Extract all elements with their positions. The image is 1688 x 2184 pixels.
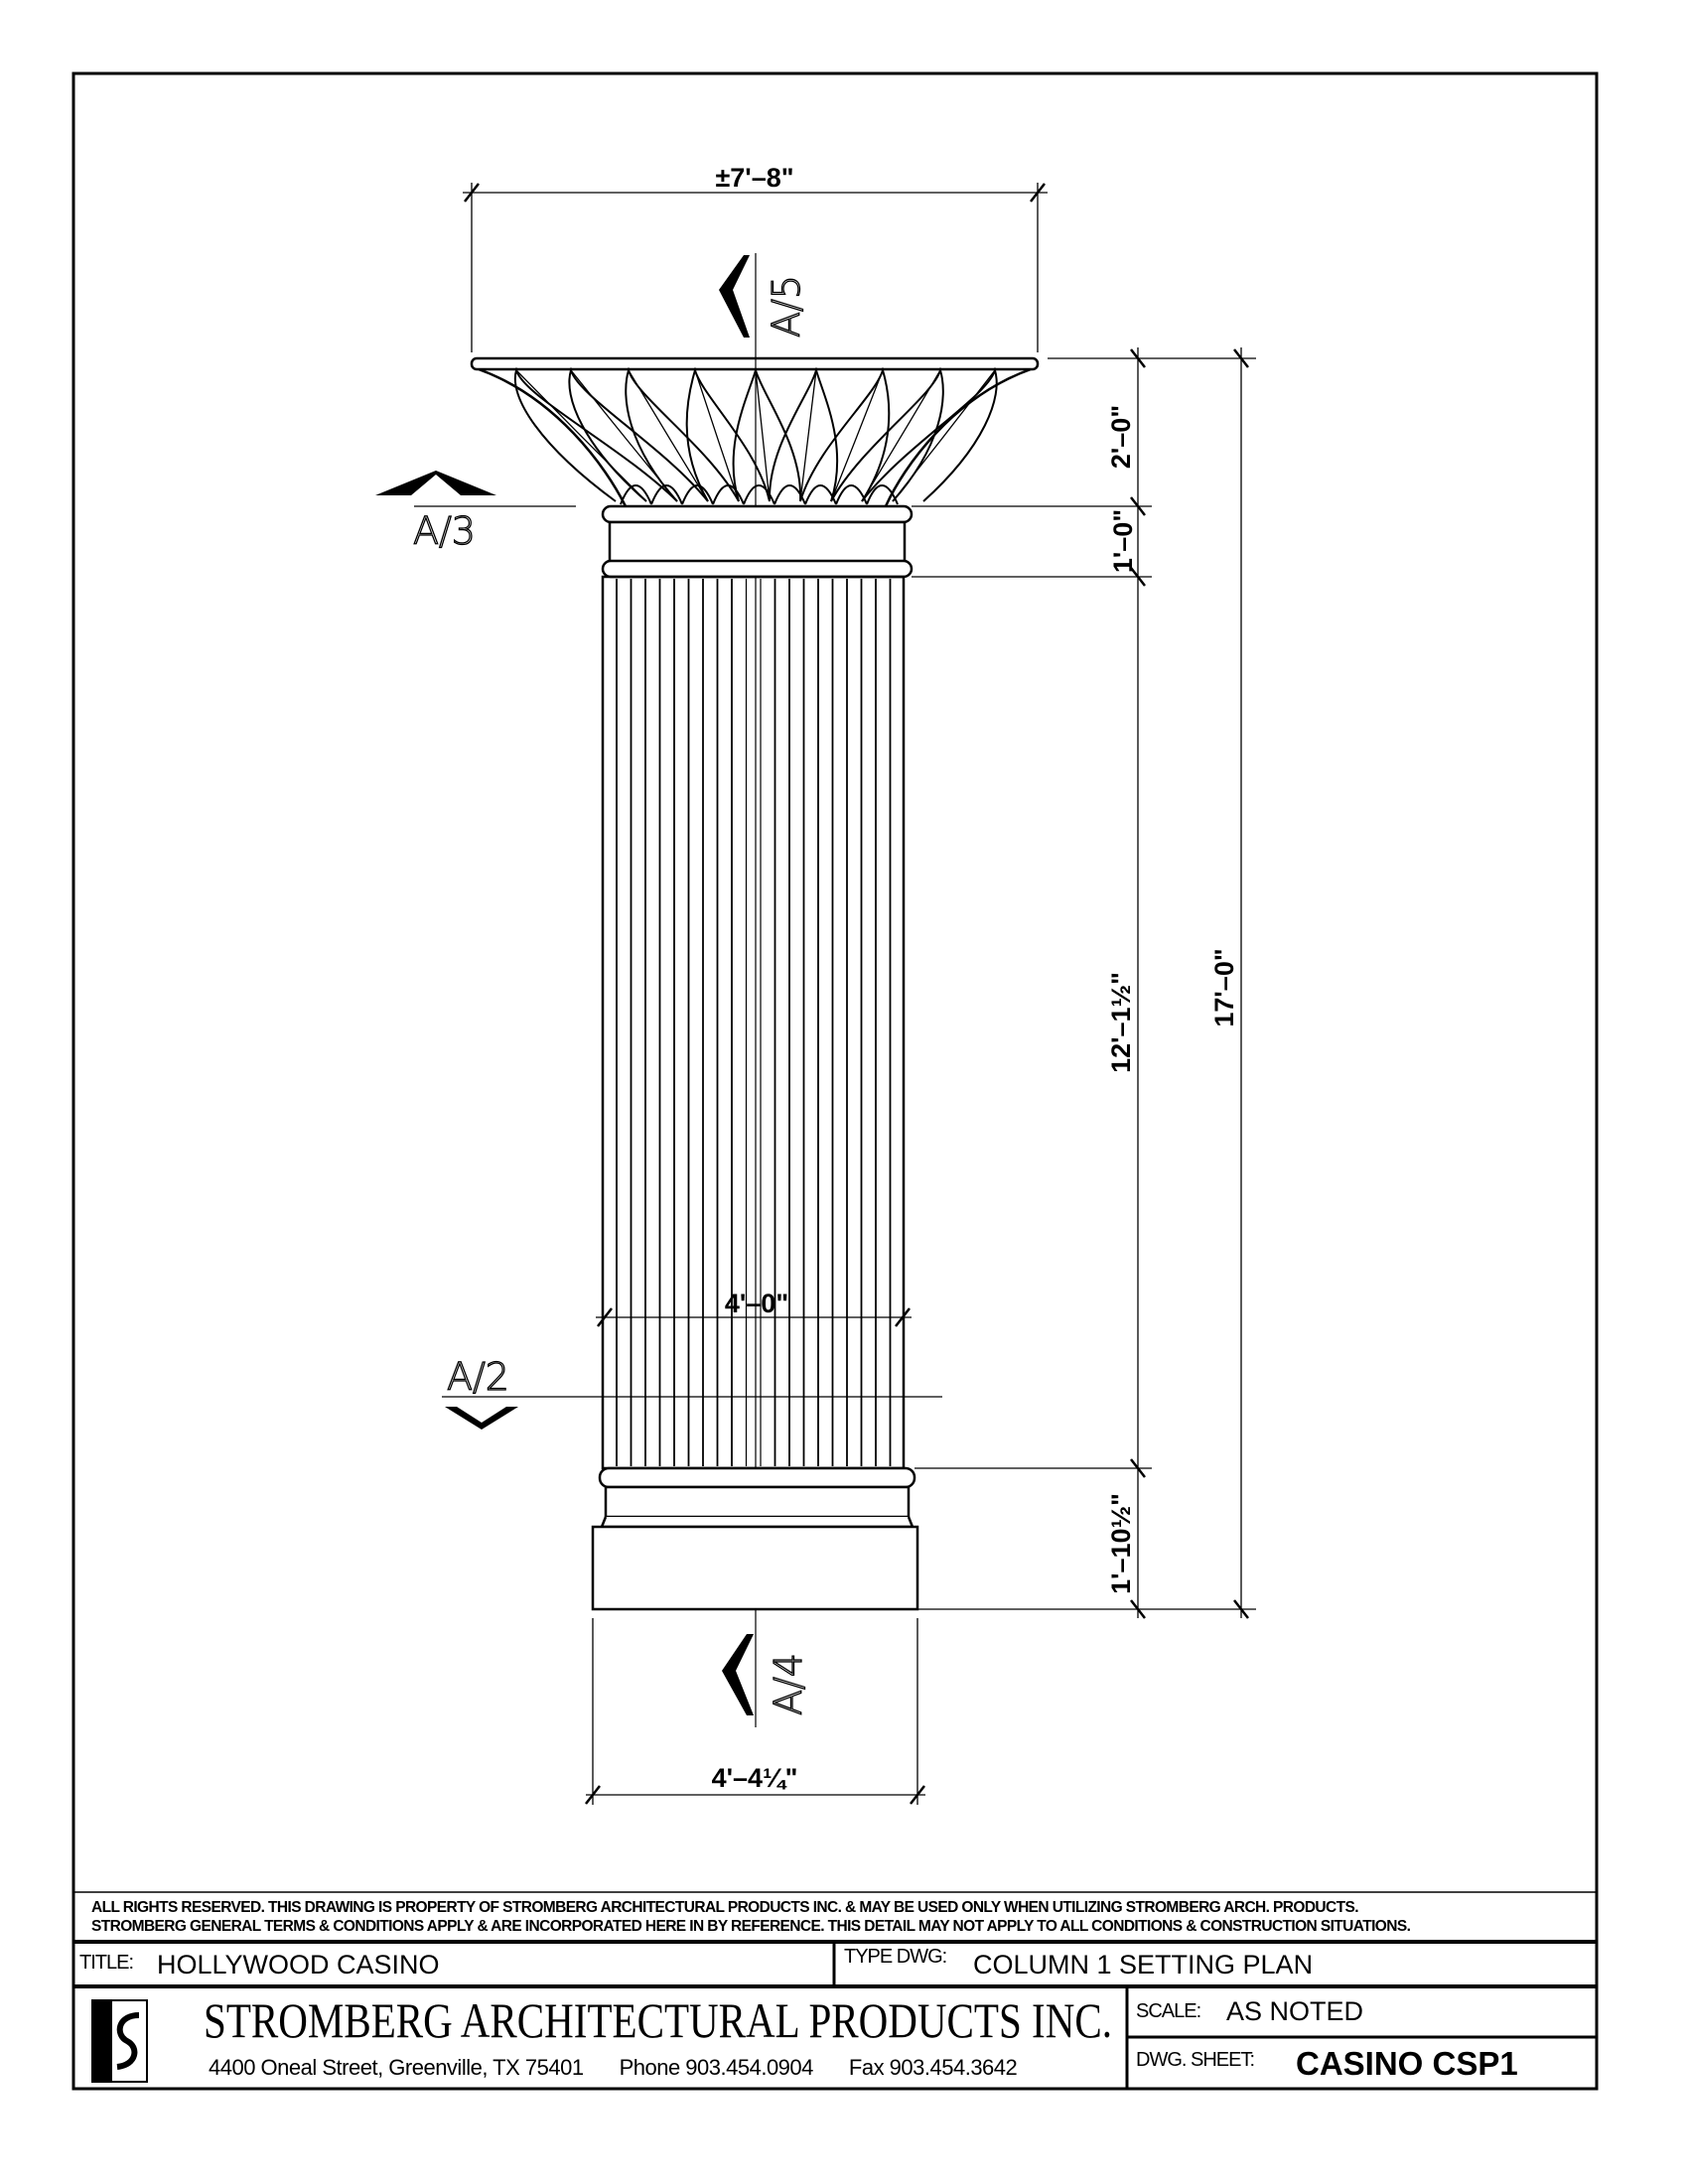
leaf-vein (755, 369, 771, 502)
leaf-vein (628, 369, 709, 502)
lower-leaf (650, 484, 683, 505)
neck-collar (601, 504, 914, 579)
capital-leaf (513, 366, 678, 502)
column-base (591, 1466, 919, 1611)
capital-outline-right (884, 367, 1032, 507)
disclaimer: ALL RIGHTS RESERVED. THIS DRAWING IS PRO… (91, 1898, 1411, 1936)
capital-outline-left (478, 367, 628, 507)
lower-leaf (835, 484, 868, 505)
fluted-shaft (601, 575, 906, 1470)
title-value: HOLLYWOOD CASINO (157, 1950, 440, 1979)
leaf-vein (861, 369, 941, 502)
section-arrow-a4-icon (722, 1634, 754, 1715)
lower-leaf (866, 484, 899, 505)
company-address: 4400 Oneal Street, Greenville, TX 75401 (209, 2055, 584, 2080)
type-dwg-label: TYPE DWG: (844, 1946, 947, 1968)
dimension-lines (414, 183, 1256, 1805)
title-block-frame (73, 1891, 1597, 2089)
leaf-vein (830, 369, 884, 502)
company-phone: Phone 903.454.0904 (619, 2055, 814, 2080)
logo-s-mark-icon (116, 2012, 140, 2070)
company-name: STROMBERG ARCHITECTURAL PRODUCTS INC. (204, 1992, 1112, 2048)
lower-leaf (804, 484, 837, 505)
title-label: TITLE: (79, 1952, 134, 1974)
lower-leaf (681, 484, 714, 505)
dim-capital-height: 2'–0" (1106, 405, 1136, 469)
dim-collar-height: 1'–0" (1108, 509, 1138, 573)
section-arrow-a2-icon (445, 1407, 518, 1430)
dim-base-height: 1'–10½" (1106, 1493, 1136, 1594)
leaf-vein (694, 369, 740, 502)
company-logo (91, 1999, 148, 2083)
leaf-vein (892, 369, 996, 502)
disclaimer-line-2: STROMBERG GENERAL TERMS & CONDITIONS APP… (91, 1918, 1411, 1935)
sheet-border (71, 71, 1599, 2091)
scale-label: SCALE: (1136, 2000, 1201, 2022)
scale-value: AS NOTED (1226, 1996, 1364, 2026)
dim-shaft-width: 4'–0" (725, 1289, 788, 1318)
company-fax: Fax 903.454.3642 (848, 2055, 1018, 2080)
section-label-a4: A/4 (767, 1653, 810, 1715)
section-label-a5: A/5 (765, 275, 808, 338)
section-label-a3: A/3 (413, 509, 476, 553)
capital (470, 356, 1040, 507)
capital-abacus (470, 356, 1040, 371)
sheet-value: CASINO CSP1 (1296, 2045, 1518, 2082)
lower-leaf (743, 484, 775, 505)
capital-leaf (625, 366, 740, 502)
section-arrow-a5-icon (719, 255, 750, 338)
company-contact-row: 4400 Oneal Street, Greenville, TX 75401 … (209, 2055, 1018, 2081)
lower-leaf (712, 484, 745, 505)
lower-leaf (620, 484, 652, 505)
leaf-vein (799, 369, 817, 502)
dim-overall-height: 17'–0" (1209, 948, 1239, 1026)
capital-leaf (768, 366, 839, 502)
leaf-vein (515, 369, 647, 502)
lower-leaf (774, 484, 806, 505)
sheet-label: DWG. SHEET: (1136, 2049, 1255, 2071)
disclaimer-line-1: ALL RIGHTS RESERVED. THIS DRAWING IS PRO… (91, 1899, 1359, 1916)
type-dwg-value: COLUMN 1 SETTING PLAN (973, 1950, 1314, 1979)
dim-base-width: 4'–4¼" (712, 1763, 798, 1793)
dim-capital-width: ±7'–8" (715, 163, 793, 193)
section-arrow-a3-icon (375, 471, 496, 495)
dim-shaft-height: 12'–1½" (1106, 972, 1136, 1073)
section-label-a2: A/2 (447, 1355, 509, 1399)
